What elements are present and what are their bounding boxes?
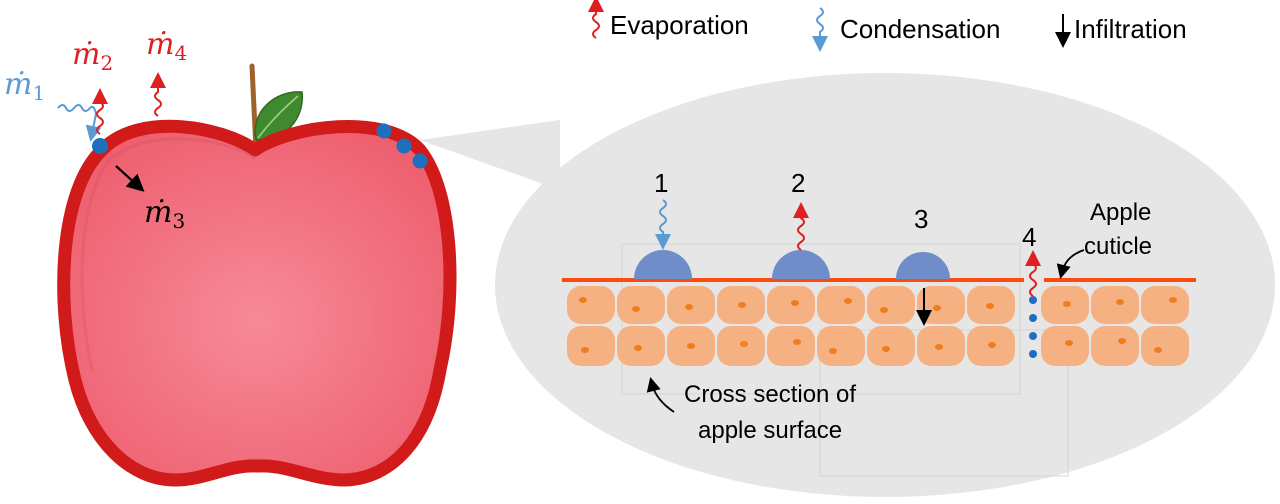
legend-condensation-label: Condensation [840,14,1000,44]
callout-pointer [420,120,560,190]
site-number-4: 4 [1022,222,1036,252]
cell-nucleus [1063,301,1071,307]
droplet-right-1 [376,123,392,139]
cell-nucleus [791,300,799,306]
apple-condensation-arrow [57,104,102,142]
legend-condensation-icon [812,7,828,52]
droplet-left [92,138,108,154]
label-m2: ṁ2 [72,37,113,75]
skin-cell [1041,326,1089,366]
cross-section-caption-line1: Cross section of [684,381,856,408]
skin-cell [1091,326,1139,366]
cell-nucleus [1065,340,1073,346]
apple-body [57,119,457,487]
skin-cell [567,286,615,324]
site-3-droplet [896,252,950,279]
cross-section: 1 2 3 4 Apple cuticle Cross section of a… [562,168,1196,477]
apple-evaporation-arrow-m4 [150,72,166,117]
cell-nucleus [880,307,888,313]
legend-infiltration-label: Infiltration [1074,14,1187,44]
site-4-evaporation-arrow [1025,250,1041,297]
legend-evaporation-icon [588,0,604,39]
skin-cell [1141,326,1189,366]
cuticle-pointer-arrow [1056,249,1085,279]
skin-cells [567,286,1189,366]
site-2-evaporation-arrow [793,202,809,251]
site-1-condensation-arrow [655,199,671,250]
cell-nucleus [581,347,589,353]
apple-surface-droplets [92,123,428,169]
site-number-1: 1 [654,168,668,198]
cell-nucleus [988,342,996,348]
skin-cell [1091,286,1139,324]
skin-cell [1141,286,1189,324]
cross-section-caption-line2: apple surface [698,417,842,444]
cell-nucleus [1118,338,1126,344]
cell-nucleus [1154,347,1162,353]
skin-cell [767,326,815,366]
label-m3: ṁ3 [144,195,185,233]
cell-nucleus [829,348,837,354]
cell-nucleus [1116,299,1124,305]
site-number-2: 2 [791,168,805,198]
cell-nucleus [579,297,587,303]
cross-section-callout [420,73,1275,497]
cell-nucleus [935,344,943,350]
cuticle-label-line2: cuticle [1084,233,1152,260]
apple-evaporation-arrow-m2 [92,88,108,135]
skin-cell [817,286,865,324]
site-number-3: 3 [914,204,928,234]
skin-cell [867,286,915,324]
cuticle-label-line1: Apple [1090,199,1151,226]
cell-nucleus [882,346,890,352]
cell-nucleus [844,298,852,304]
apple-flux-arrows [57,72,166,192]
droplet-right-2 [396,138,412,154]
cell-nucleus [740,341,748,347]
callout-bubble [495,73,1275,497]
legend-evaporation-label: Evaporation [610,10,749,40]
legend: Evaporation Condensation Infiltration [588,0,1187,52]
label-m1: ṁ1 [4,67,45,105]
cell-nucleus [738,302,746,308]
cell-nucleus [632,306,640,312]
apple [57,63,457,487]
cell-nucleus [685,304,693,310]
site-1-droplet [634,250,692,279]
skin-cell [567,326,615,366]
apple-infiltration-arrow [115,165,145,192]
skin-cell [617,286,665,324]
cell-nucleus [933,305,941,311]
cell-nucleus [634,345,642,351]
cell-nucleus [1169,297,1177,303]
skin-cell [767,286,815,324]
caption-pointer-arrow [646,377,675,413]
site-4-water-dots [1029,296,1037,358]
cell-nucleus [793,339,801,345]
skin-cell [717,326,765,366]
skin-cell [617,326,665,366]
label-m4: ṁ4 [146,27,187,65]
apple-flux-labels: ṁ1 ṁ2 ṁ4 ṁ3 [4,27,187,233]
cell-nucleus [986,303,994,309]
droplet-right-3 [412,153,428,169]
cell-nucleus [687,343,695,349]
site-2-droplet [772,250,830,279]
skin-cell [817,326,865,366]
skin-cell [867,326,915,366]
